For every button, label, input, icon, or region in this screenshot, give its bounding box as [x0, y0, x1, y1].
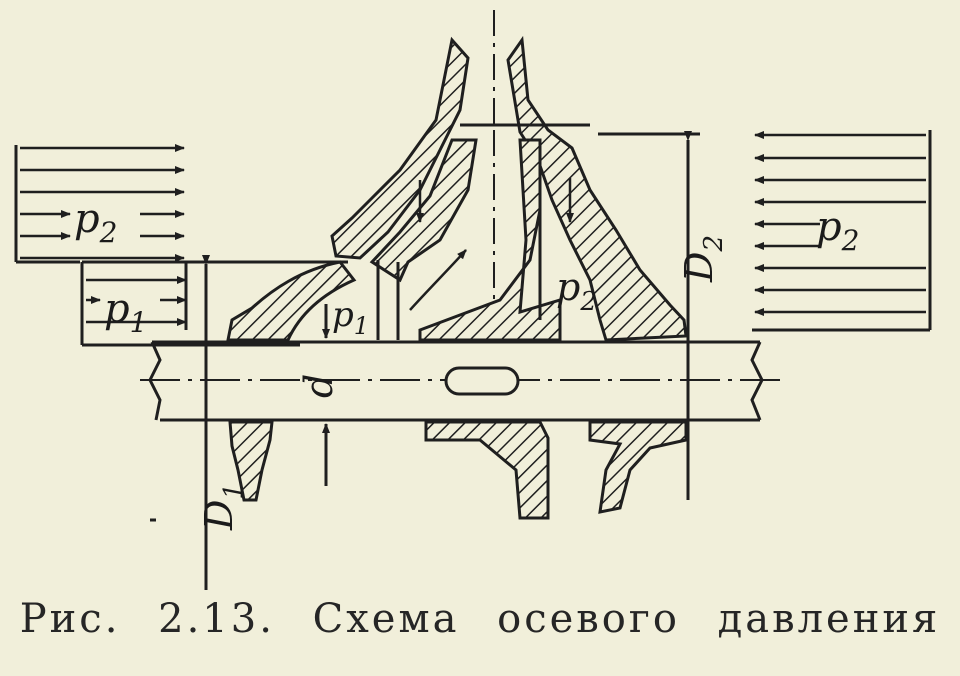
- left-pressure-field-p1: [80, 260, 348, 347]
- label-p1-left: p1: [104, 286, 147, 339]
- lower-right-section: [588, 420, 688, 514]
- label-p2-right: p2: [816, 204, 859, 257]
- label-d: d: [297, 374, 341, 398]
- lower-left-section: [228, 420, 274, 502]
- label-p1-inner: p1: [332, 295, 369, 340]
- front-shroud: [330, 36, 470, 260]
- label-D1: D1: [197, 483, 249, 531]
- left-pressure-field-p2: [14, 144, 185, 264]
- figure-caption: Рис. 2.13. Схема осевого давления: [19, 596, 941, 642]
- shaft: [140, 340, 780, 422]
- shaft-key-slot: [444, 366, 520, 396]
- right-pressure-field-p2: [752, 130, 932, 332]
- label-D2: D2: [677, 235, 729, 283]
- lower-hub-section: [424, 420, 550, 520]
- label-p2-inner: p2: [556, 265, 597, 317]
- D2-dimension: [598, 131, 700, 500]
- blade-1: [369, 138, 478, 283]
- label-p2-left: p2: [74, 196, 117, 249]
- inlet-eye-wall: [226, 260, 357, 342]
